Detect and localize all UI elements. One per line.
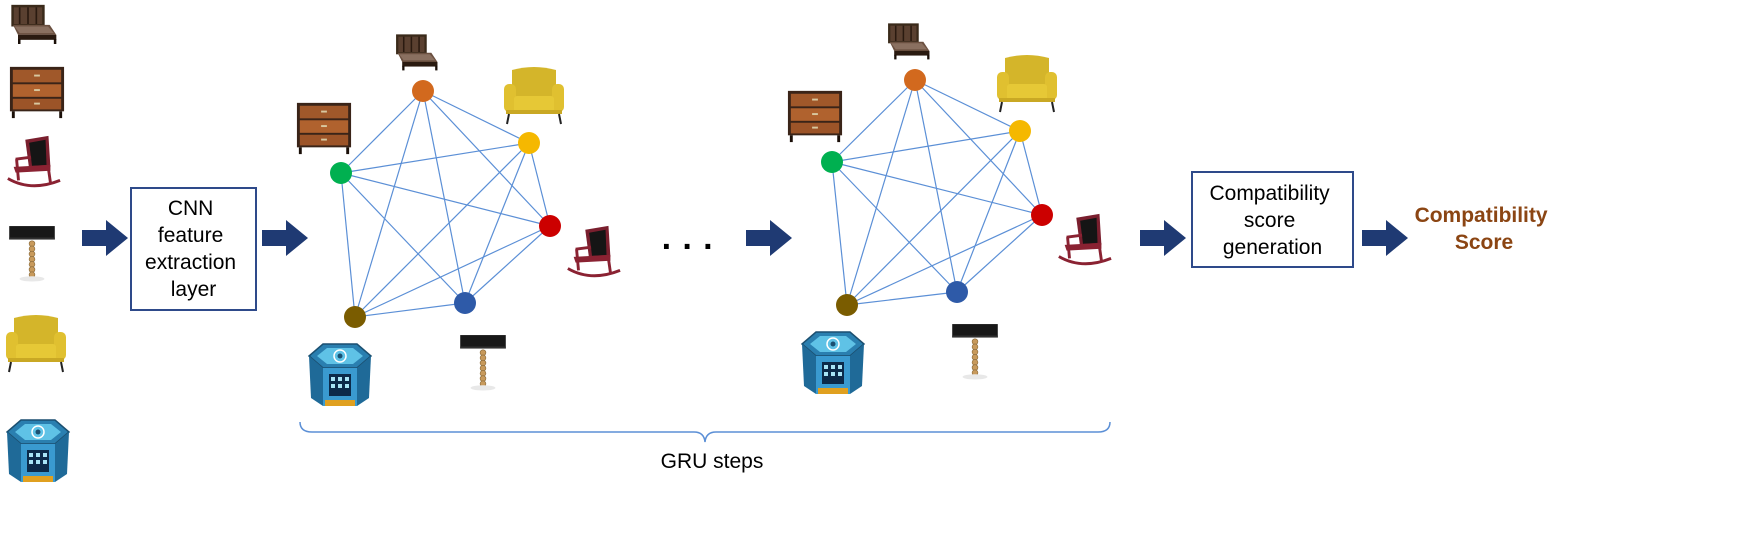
bed-icon	[887, 22, 931, 61]
cnn-box-line: CNN	[168, 197, 214, 220]
cnn-box-line: layer	[171, 278, 217, 301]
cnn-box-line: feature	[158, 224, 223, 247]
graph-node-red	[1031, 204, 1053, 226]
graph-node-orange	[412, 80, 434, 102]
armchair-icon	[5, 314, 67, 373]
armchair-icon	[996, 54, 1058, 113]
item-graph-step-1	[296, 33, 622, 407]
graph-node-olive	[344, 306, 366, 328]
graph-node-olive	[836, 294, 858, 316]
rocking-chair-icon	[566, 224, 622, 278]
graph-node-yellow	[1009, 120, 1031, 142]
score-box-line: Compatibility	[1209, 182, 1330, 205]
bed-icon	[395, 33, 439, 72]
graph-edges	[831, 79, 1043, 306]
output-line: Score	[1455, 231, 1513, 254]
flow-arrow	[262, 220, 308, 256]
score-generation-box: Compatibility score generation	[1191, 171, 1354, 268]
bed-icon	[10, 3, 58, 45]
flow-arrow	[1140, 220, 1186, 256]
lamp-icon	[459, 334, 507, 391]
cnn-feature-extraction-box: CNN feature extraction layer	[130, 187, 257, 311]
graph-node-blue	[454, 292, 476, 314]
graph-node-orange	[904, 69, 926, 91]
dresser-icon	[296, 102, 352, 155]
lamp-icon	[8, 225, 56, 282]
item-graph-step-n	[787, 22, 1113, 395]
input-items	[5, 3, 70, 483]
gru-steps-brace	[299, 421, 1111, 443]
side-table-icon	[308, 343, 372, 407]
graph-node-red	[539, 215, 561, 237]
armchair-icon	[503, 66, 565, 125]
rocking-chair-icon	[1057, 212, 1113, 266]
graph-node-yellow	[518, 132, 540, 154]
flow-arrow	[82, 220, 128, 256]
rocking-chair-icon	[6, 134, 62, 188]
dresser-icon	[787, 90, 843, 143]
output-line: Compatibility	[1415, 204, 1548, 227]
score-box-line: score	[1244, 209, 1295, 232]
flow-arrow	[1362, 220, 1408, 256]
lamp-icon	[951, 323, 999, 380]
gru-steps-label: GRU steps	[661, 450, 764, 473]
compatibility-score-output: Compatibility Score	[1415, 204, 1554, 254]
score-box-line: generation	[1223, 236, 1322, 259]
graph-node-blue	[946, 281, 968, 303]
graph-node-green	[330, 162, 352, 184]
flow-arrow	[746, 220, 792, 256]
graph-node-green	[821, 151, 843, 173]
svg-text:Compatibility score: Compatibility score generation	[1209, 182, 1335, 259]
cnn-box-line: extraction	[145, 251, 236, 274]
dresser-icon	[9, 66, 65, 119]
side-table-icon	[801, 331, 865, 395]
graph-edges	[340, 90, 551, 318]
side-table-icon	[6, 419, 70, 483]
svg-text:CNN feature extrac: CNN feature extraction layer	[145, 197, 242, 301]
ellipsis: · · ·	[662, 228, 715, 266]
